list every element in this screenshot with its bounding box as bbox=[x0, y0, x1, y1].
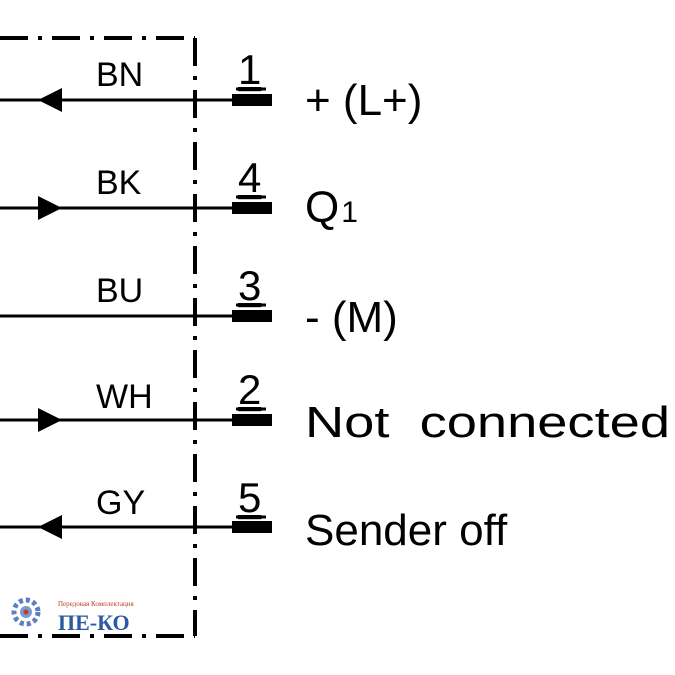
arrow-in-icon bbox=[38, 88, 62, 112]
watermark-tagline: Передовая Комплектация bbox=[58, 600, 135, 608]
pin-function-label: Not connected bbox=[305, 398, 670, 447]
wire-color-label: BU bbox=[96, 272, 143, 310]
pin-row: WH 2 Not connected bbox=[0, 366, 670, 447]
pin-number-label: 1 bbox=[238, 46, 261, 93]
pin-row: BK 4 Q1 bbox=[0, 154, 358, 232]
pin-function-main: Q bbox=[305, 183, 339, 232]
pin-terminal bbox=[232, 521, 272, 533]
pin-function-label: Q1 bbox=[305, 183, 358, 232]
pin-terminal bbox=[232, 202, 272, 214]
pin-row: BU 3 - (M) bbox=[0, 262, 398, 342]
wire-color-label: GY bbox=[96, 484, 145, 522]
pin-rows: BN 1 + (L+) BK 4 Q1 BU 3 - (M) bbox=[0, 46, 670, 555]
wire-color-label: BK bbox=[96, 164, 142, 202]
pin-function-label: + (L+) bbox=[305, 76, 422, 125]
pin-function-subscript: 1 bbox=[341, 196, 358, 229]
pin-function-label: - (M) bbox=[305, 293, 398, 342]
arrow-out-icon bbox=[38, 196, 62, 220]
watermark-name: ПЕ-КО bbox=[58, 610, 130, 635]
pin-terminal bbox=[232, 414, 272, 426]
arrow-in-icon bbox=[38, 515, 62, 539]
pin-number-label: 4 bbox=[238, 154, 261, 201]
wire-color-label: WH bbox=[96, 378, 153, 416]
pin-function-label: Sender off bbox=[305, 506, 508, 555]
device-boundary bbox=[0, 36, 197, 638]
pin-number-label: 2 bbox=[238, 366, 261, 413]
arrow-out-icon bbox=[38, 408, 62, 432]
pin-terminal bbox=[232, 94, 272, 106]
pin-row: BN 1 + (L+) bbox=[0, 46, 422, 125]
gear-icon bbox=[11, 597, 41, 627]
pin-number-label: 5 bbox=[238, 474, 261, 521]
pin-terminal bbox=[232, 310, 272, 322]
pin-number-label: 3 bbox=[238, 262, 261, 309]
wire-color-label: BN bbox=[96, 56, 143, 94]
pin-row: GY 5 Sender off bbox=[0, 474, 508, 555]
watermark-logo: Передовая Комплектация ПЕ-КО bbox=[11, 597, 135, 635]
